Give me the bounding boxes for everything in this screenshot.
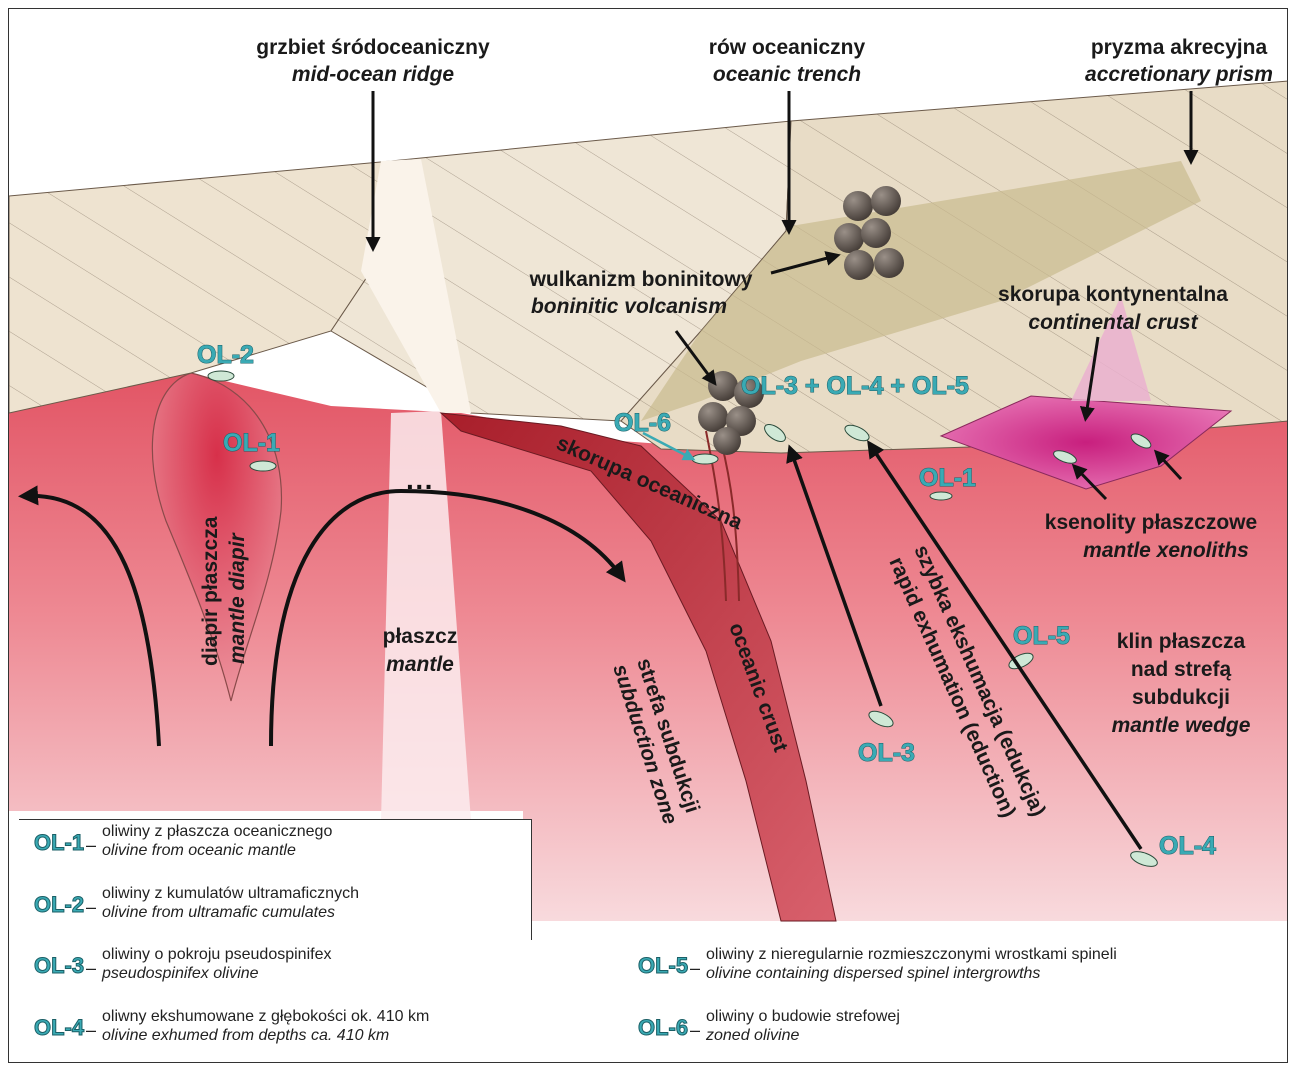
ol2-marker: OL-2 [197, 341, 254, 369]
ol345-marker: OL-3 + OL-4 + OL-5 [741, 372, 969, 400]
ol6-marker: OL-6 [614, 409, 671, 437]
ol4-marker: OL-4 [1159, 832, 1216, 860]
continental-label-pl: skorupa kontynentalna [998, 283, 1228, 306]
prism-label-pl: pryzma akrecyjna [1091, 36, 1268, 59]
ol1-marker-diapir: OL-1 [223, 429, 280, 457]
wedge-label-line3: subdukcji [1132, 686, 1230, 709]
ol1-marker-wedge: OL-1 [919, 464, 976, 492]
legend-code: OL-3 [34, 953, 86, 979]
wedge-label-line1: klin płaszcza [1117, 630, 1246, 653]
mantle-label-pl: płaszcz [383, 625, 458, 648]
legend-en: pseudospinifex olivine [102, 964, 331, 983]
legend-item-ol5: OL-5 – oliwiny z nieregularnie rozmieszc… [638, 945, 1117, 983]
convection-dots: ··· [406, 471, 434, 502]
legend-code: OL-1 [34, 830, 86, 856]
mantle-label-en: mantle [386, 653, 454, 676]
legend-pl: oliwiny z płaszcza oceanicznego [102, 822, 332, 841]
legend-code: OL-6 [638, 1015, 690, 1041]
wedge-label-line2: nad strefą [1131, 658, 1232, 681]
continental-label-en: continental crust [1028, 311, 1198, 334]
legend-item-ol4: OL-4 – oliwny ekshumowane z głębokości o… [34, 1007, 429, 1045]
legend-pl: oliwiny o budowie strefowej [706, 1007, 900, 1026]
legend-item-ol2: OL-2 – oliwiny z kumulatów ultramaficzny… [34, 884, 359, 922]
diapir-label-pl: diapir płaszcza [199, 516, 222, 666]
volcanism-label-en: boninitic volcanism [531, 295, 727, 318]
wedge-label-en: mantle wedge [1112, 714, 1251, 737]
ol3-marker: OL-3 [858, 739, 915, 767]
legend-pl: oliwiny z nieregularnie rozmieszczonymi … [706, 945, 1117, 964]
diapir-label-en: mantle diapir [226, 531, 249, 664]
ol5-marker: OL-5 [1013, 622, 1070, 650]
ridge-label-en: mid-ocean ridge [292, 63, 455, 86]
legend-code: OL-2 [34, 892, 86, 918]
prism-label-en: accretionary prism [1085, 63, 1273, 86]
legend-en: olivine exhumed from depths ca. 410 km [102, 1026, 429, 1045]
legend-pl: oliwny ekshumowane z głębokości ok. 410 … [102, 1007, 429, 1026]
legend-en: zoned olivine [706, 1026, 900, 1045]
legend-pl: oliwiny o pokroju pseudospinifex [102, 945, 331, 964]
ridge-label-pl: grzbiet śródoceaniczny [256, 36, 490, 59]
legend-pl: oliwiny z kumulatów ultramaficznych [102, 884, 359, 903]
legend-en: olivine containing dispersed spinel inte… [706, 964, 1117, 983]
legend-en: olivine from oceanic mantle [102, 841, 332, 860]
legend-code: OL-4 [34, 1015, 86, 1041]
trench-label-pl: rów oceaniczny [709, 36, 866, 59]
xenoliths-label-pl: ksenolity płaszczowe [1045, 511, 1257, 534]
volcanism-label-pl: wulkanizm boninitowy [529, 268, 753, 291]
trench-label-en: oceanic trench [713, 63, 861, 86]
legend-en: olivine from ultramafic cumulates [102, 903, 359, 922]
legend-code: OL-5 [638, 953, 690, 979]
xenoliths-label-en: mantle xenoliths [1083, 539, 1249, 562]
